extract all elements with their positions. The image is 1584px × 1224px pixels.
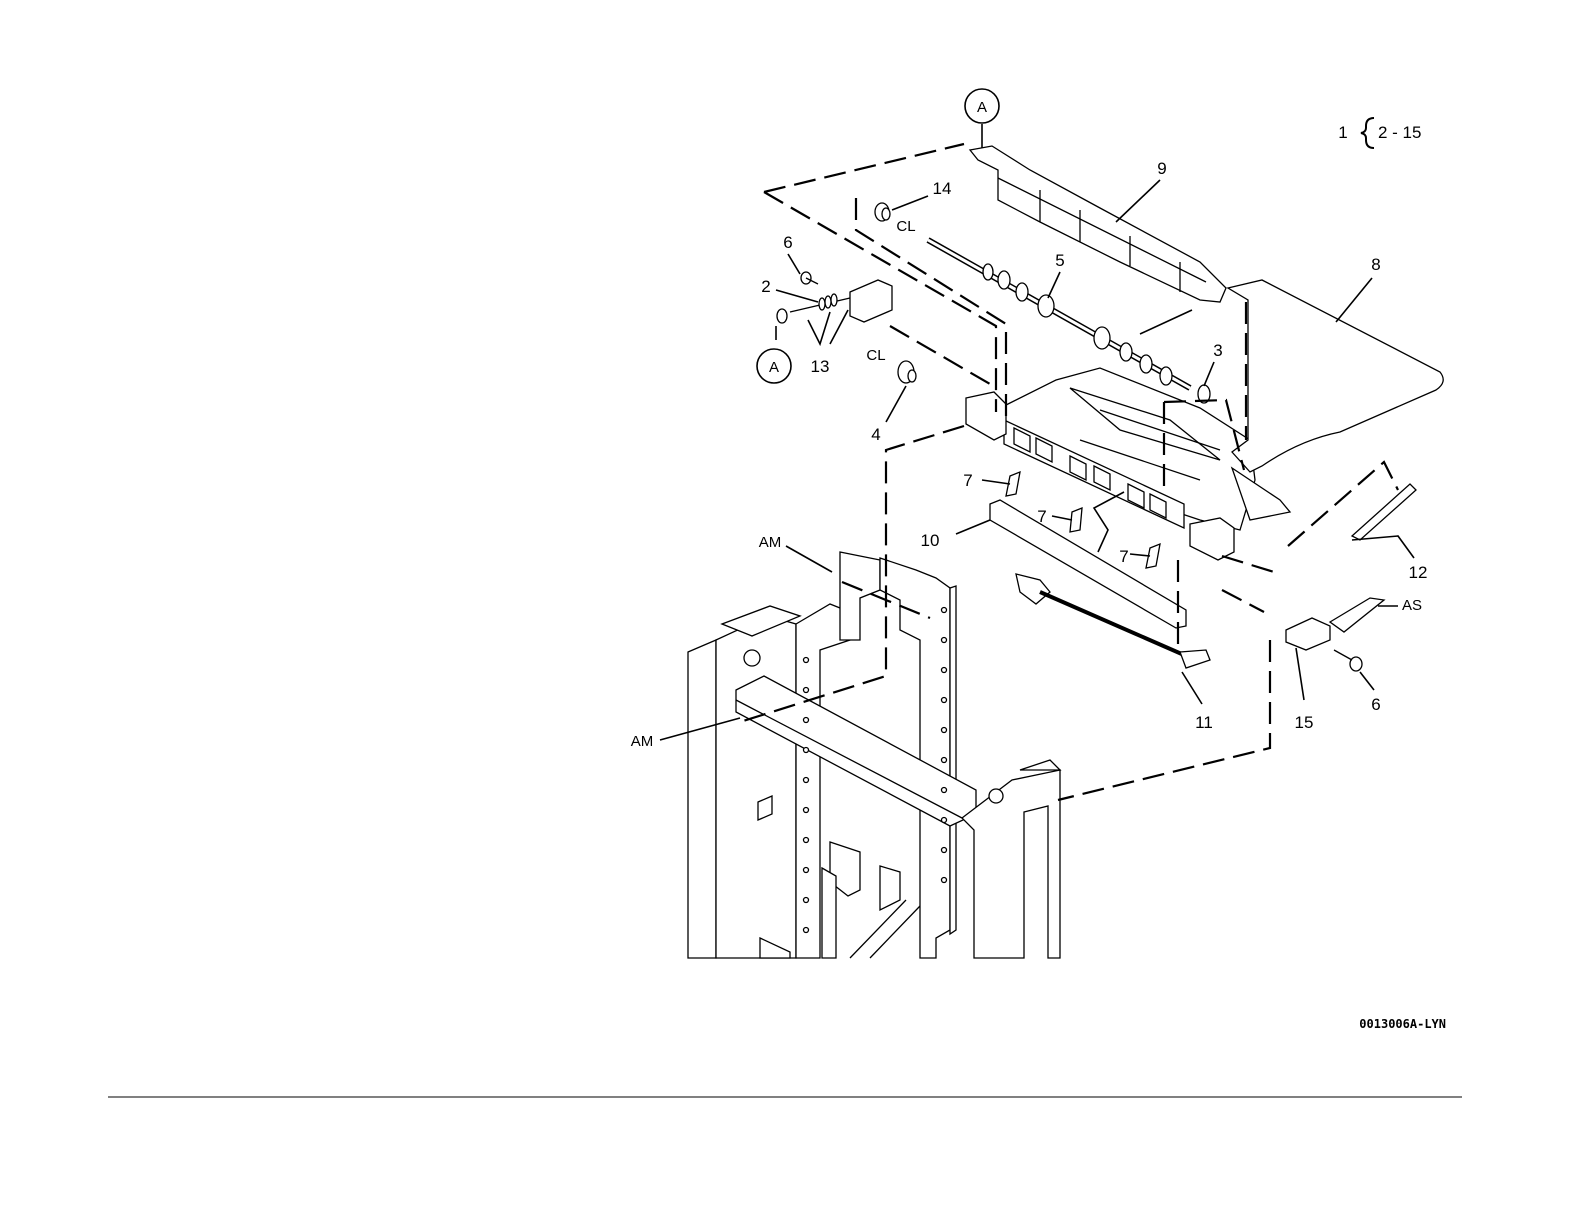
callout-13: 13 xyxy=(811,357,830,376)
reference-am-bottom: AM xyxy=(631,733,654,750)
callout-9: 9 xyxy=(1157,159,1166,178)
part-15-bracket xyxy=(1286,598,1384,650)
callout-7-c: 7 xyxy=(1119,547,1128,566)
callout-2: 2 xyxy=(761,277,770,296)
part-6-screw-lower xyxy=(1334,650,1362,671)
callout-10: 10 xyxy=(921,531,940,550)
callout-5: 5 xyxy=(1055,251,1064,270)
callout-6-lower: 6 xyxy=(1371,695,1380,714)
part-6-screw-upper xyxy=(801,272,818,284)
reference-cl-top: CL xyxy=(896,218,915,235)
callout-14: 14 xyxy=(933,179,952,198)
svg-text:A: A xyxy=(977,99,987,116)
svg-text:2 - 15: 2 - 15 xyxy=(1378,123,1421,142)
callout-11: 11 xyxy=(1195,713,1213,732)
callout-4: 4 xyxy=(871,425,880,444)
callout-7-b: 7 xyxy=(1037,507,1046,526)
part-8-sheet xyxy=(1228,280,1443,472)
callout-8: 8 xyxy=(1371,255,1380,274)
part-13-solenoid-assembly xyxy=(777,280,892,323)
reference-cl-left: CL xyxy=(866,347,885,364)
callout-7-a: 7 xyxy=(963,471,972,490)
assembly-range-label: 1 2 - 15 xyxy=(1338,118,1421,148)
part-12-guide xyxy=(1352,484,1416,540)
callout-6-upper: 6 xyxy=(783,233,792,252)
reference-am-top: AM xyxy=(759,534,782,551)
callout-12: 12 xyxy=(1409,563,1428,582)
svg-text:A: A xyxy=(769,359,779,376)
reference-as: AS xyxy=(1402,597,1422,614)
part-14-bearing xyxy=(875,203,890,221)
reference-a-top: A xyxy=(965,89,999,123)
part-4-gear xyxy=(898,361,916,383)
reference-a-left: A xyxy=(757,349,791,383)
callout-15: 15 xyxy=(1295,713,1314,732)
callout-3: 3 xyxy=(1213,341,1222,360)
frame-assembly xyxy=(688,552,1060,958)
figure-code: 0013006A-LYN xyxy=(1359,1017,1446,1031)
svg-text:1: 1 xyxy=(1338,123,1347,142)
